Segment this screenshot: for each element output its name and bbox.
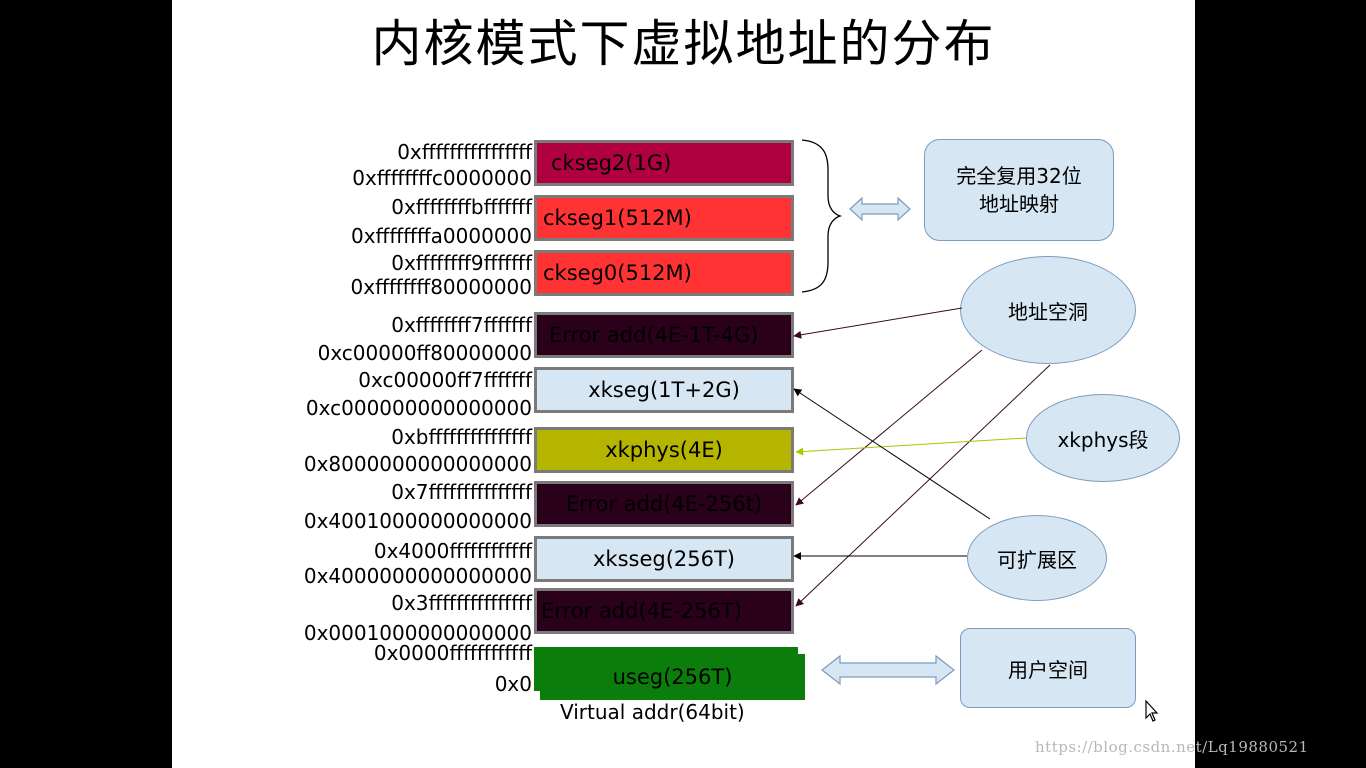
- segment-label: ckseg0(512M): [543, 260, 692, 285]
- segment-label: xksseg(256T): [592, 546, 736, 571]
- address-label: 0x4001000000000000: [303, 509, 532, 533]
- segment-error-hole-1: Error add(4E-1T-4G): [534, 312, 794, 358]
- arrow-hole-to-error3: [795, 364, 1051, 607]
- segment-xkseg: xkseg(1T+2G): [534, 367, 794, 413]
- connector-layer: [793, 139, 1051, 686]
- address-label: 0x8000000000000000: [303, 452, 532, 476]
- slide-title: 内核模式下虚拟地址的分布: [371, 15, 996, 73]
- segment-label: xkseg(1T+2G): [588, 377, 740, 402]
- segment-xkphys: xkphys(4E): [534, 427, 794, 473]
- arrow-hole-to-error1: [793, 307, 963, 339]
- brace-icon: [801, 139, 843, 293]
- address-label: 0x4000ffffffffffff: [373, 539, 532, 563]
- address-label: 0x0000ffffffffffff: [373, 641, 532, 665]
- address-label: 0x0: [494, 672, 532, 696]
- bubble-user-space: 用户空间: [960, 628, 1136, 708]
- bubble-address-hole: 地址空洞: [960, 256, 1136, 364]
- segment-label: ckseg2(1G): [551, 150, 672, 175]
- arrow-expand-to-xkseg: [793, 388, 991, 520]
- address-label: 0xc000000000000000: [305, 396, 532, 420]
- address-label: 0xffffffffbfffffff: [391, 195, 532, 219]
- segment-useg: useg(256T): [540, 654, 805, 700]
- address-label: 0xc00000ff7fffffff: [358, 368, 532, 392]
- segment-error-hole-3: Error add(4E-256T): [534, 588, 794, 634]
- double-arrow-icon: [849, 196, 911, 222]
- segment-label: Error add(4E-1T-4G): [549, 322, 759, 347]
- double-arrow-icon: [821, 654, 955, 686]
- address-label: 0x7fffffffffffffff: [391, 480, 532, 504]
- address-label: 0xffffffffa0000000: [350, 224, 532, 248]
- address-label: 0xffffffffffffffff: [397, 140, 532, 164]
- bubble-xkphys: xkphys段: [1026, 394, 1180, 482]
- address-label: 0x0001000000000000: [303, 621, 532, 645]
- segment-label: Error add(4E-256t): [565, 491, 763, 516]
- slide: 内核模式下虚拟地址的分布 0xffffffffffffffff 0xffffff…: [172, 0, 1195, 768]
- arrow-xkphys: [795, 437, 1027, 456]
- segment-label: useg(256T): [612, 664, 733, 689]
- address-label: 0xffffffffc0000000: [352, 166, 532, 190]
- segment-label: ckseg1(512M): [543, 205, 692, 230]
- mouse-cursor-icon: [1145, 700, 1159, 722]
- segment-error-hole-2: Error add(4E-256t): [534, 481, 794, 527]
- bubble-remap-32bit: 完全复用32位 地址映射: [924, 139, 1114, 241]
- segment-ckseg0: ckseg0(512M): [534, 250, 794, 296]
- address-label: 0x3fffffffffffffff: [391, 591, 532, 615]
- segment-label: Error add(4E-256T): [541, 598, 742, 623]
- address-label: 0xc00000ff80000000: [317, 341, 532, 365]
- address-label: 0xffffffff80000000: [350, 275, 532, 299]
- bubble-expandable: 可扩展区: [967, 515, 1107, 601]
- watermark: https://blog.csdn.net/Lq19880521: [1035, 738, 1309, 756]
- address-label: 0x4000000000000000: [303, 564, 532, 588]
- segment-ckseg1: ckseg1(512M): [534, 195, 794, 241]
- segment-xksseg: xksseg(256T): [534, 536, 794, 582]
- segment-ckseg2: ckseg2(1G): [534, 140, 794, 186]
- address-label: 0xffffffff9fffffff: [391, 251, 532, 275]
- diagram-caption: Virtual addr(64bit): [560, 700, 745, 724]
- segment-label: xkphys(4E): [605, 437, 723, 462]
- address-label: 0xbfffffffffffffff: [391, 425, 532, 449]
- arrow-hole-to-error2: [795, 349, 983, 506]
- address-label: 0xffffffff7fffffff: [391, 313, 532, 337]
